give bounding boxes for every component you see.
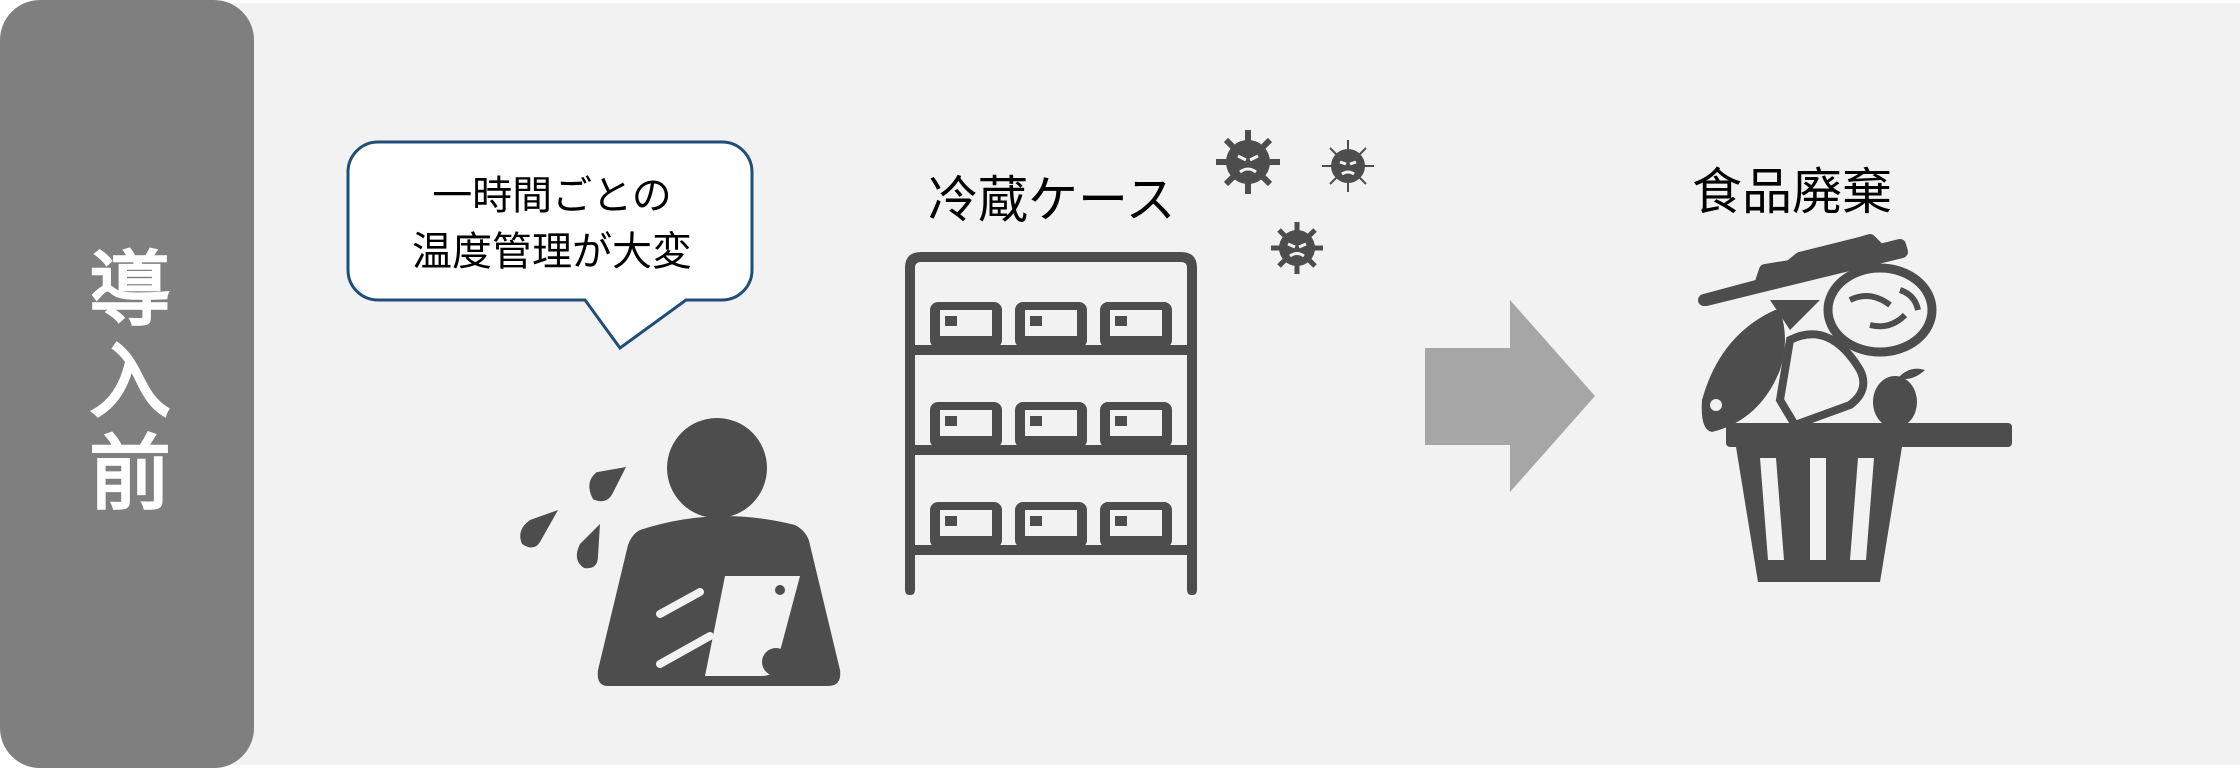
speech-bubble-text: 一時間ごとの 温度管理が大変	[352, 168, 752, 280]
virus-icon	[1322, 140, 1374, 192]
speech-bubble-line: 温度管理が大変	[412, 229, 692, 275]
stage-label-panel: 導 入 前	[0, 0, 254, 768]
stage-label-char: 入	[88, 335, 171, 430]
right-arrow-icon	[1425, 300, 1595, 492]
speech-bubble-line: 一時間ごとの	[432, 173, 672, 219]
worried-person-icon	[520, 418, 841, 686]
stage-label-char: 前	[88, 427, 171, 522]
food-waste-label: 食品廃棄	[1692, 163, 1892, 221]
stage-label-char: 導	[88, 243, 171, 338]
food-waste-trash-icon	[1698, 234, 2012, 582]
stage-label: 導 入 前	[80, 245, 180, 521]
refrigerator-case-label: 冷蔵ケース	[928, 171, 1176, 229]
refrigerator-case-icon	[905, 252, 1197, 595]
speech-bubble	[346, 140, 754, 351]
virus-icon	[1271, 222, 1323, 274]
virus-icon	[1216, 130, 1280, 194]
